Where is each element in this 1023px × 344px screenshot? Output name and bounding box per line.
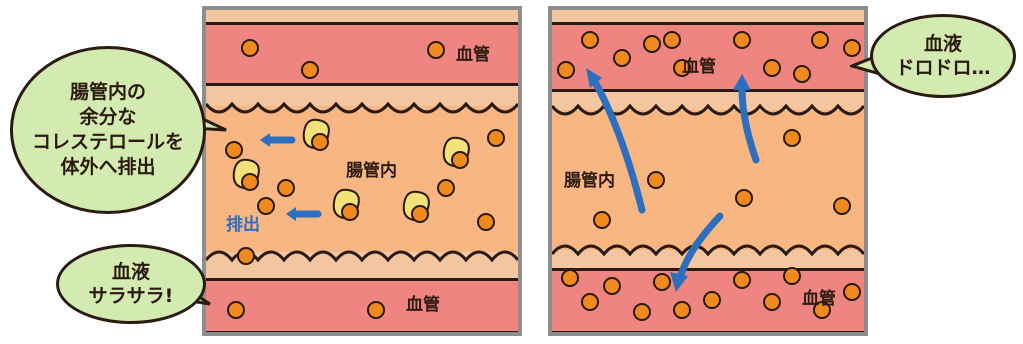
cholesterol-dot	[603, 277, 621, 295]
flow-arrow	[676, 212, 724, 282]
bubble-line: コレステロールを	[31, 131, 184, 153]
blood-vessel-bottom	[206, 278, 518, 332]
cholesterol-dot	[411, 205, 429, 223]
cholesterol-dot	[301, 61, 319, 79]
cholesterol-dot	[843, 283, 861, 301]
cholesterol-dot	[653, 273, 671, 291]
cholesterol-dot	[703, 291, 721, 309]
cholesterol-dot	[477, 213, 495, 231]
bubble-line: 体外へ排出	[60, 156, 156, 178]
cholesterol-dot	[793, 65, 811, 83]
flow-arrow	[590, 76, 646, 214]
cholesterol-dot	[733, 271, 751, 289]
cholesterol-dot	[427, 41, 445, 59]
intestinal-wall-bottom	[552, 244, 864, 257]
cholesterol-dot	[593, 211, 611, 229]
cholesterol-dot	[643, 35, 661, 53]
bubble-line: 血液	[923, 33, 962, 55]
cholesterol-dot	[581, 31, 599, 49]
flow-arrow	[738, 84, 760, 164]
intestinal-wall-bottom	[206, 250, 518, 263]
bubble-line: 余分な	[79, 106, 137, 128]
blood-vessel-top	[552, 22, 864, 92]
cholesterol-dot	[227, 301, 245, 319]
cholesterol-dot	[811, 31, 829, 49]
flow-arrow-head	[286, 207, 296, 221]
cholesterol-dot	[633, 303, 651, 321]
vessel-label-bottom: 血管	[406, 295, 440, 315]
cholesterol-dot	[763, 59, 781, 77]
panel-healthy: 血管 腸管内 排出 血管	[202, 6, 522, 336]
cholesterol-particles	[557, 31, 861, 321]
cholesterol-dot	[813, 301, 831, 319]
cholesterol-dot	[833, 197, 851, 215]
flow-arrow-head	[260, 133, 270, 147]
flow-arrow-head	[586, 68, 602, 88]
cholesterol-dot	[735, 189, 753, 207]
cholesterol-dot	[311, 133, 329, 151]
blood-vessel-top	[206, 22, 518, 86]
cholesterol-dot	[367, 301, 385, 319]
cholesterol-dot	[277, 179, 295, 197]
cholesterol-particles	[225, 39, 505, 319]
vessel-label-top: 血管	[456, 45, 490, 65]
cholesterol-dot	[341, 203, 359, 221]
bubble-line: ドロドロ…	[895, 57, 991, 79]
bubble-line: 血液	[111, 261, 150, 283]
cholesterol-dot	[843, 39, 861, 57]
cholesterol-dot	[257, 197, 275, 215]
cholesterol-dot	[663, 31, 681, 49]
cholesterol-dot	[581, 293, 599, 311]
cholesterol-dot	[673, 301, 691, 319]
speech-bubble-intestine: 腸管内の 余分な コレステロールを 体外へ排出	[10, 46, 206, 214]
speech-bubble-thick: 血液 ドロドロ…	[870, 14, 1016, 98]
cholesterol-dot	[437, 179, 455, 197]
panel-unhealthy: 血管 腸管内 血管	[548, 6, 868, 336]
cholesterol-dot	[783, 129, 801, 147]
cholesterol-dot	[613, 49, 631, 67]
cholesterol-dot	[763, 293, 781, 311]
cholesterol-dot	[241, 39, 259, 57]
lumen-label: 腸管内	[346, 161, 397, 181]
lumen-label: 腸管内	[564, 171, 615, 191]
cholesterol-dot	[237, 247, 255, 265]
flow-arrow-head	[733, 74, 751, 90]
cholesterol-dot	[225, 141, 243, 159]
cholesterol-dot	[557, 61, 575, 79]
vessel-label-top: 血管	[682, 57, 716, 77]
cholesterol-dot	[733, 31, 751, 49]
speech-bubble-smooth: 血液 サラサラ!	[56, 244, 206, 324]
cholesterol-dot	[561, 269, 579, 287]
cholesterol-dot	[241, 173, 259, 191]
cholesterol-dot	[673, 59, 691, 77]
excrete-label: 排出	[226, 215, 260, 235]
cholesterol-dot	[487, 129, 505, 147]
bubble-line: 腸管内の	[69, 81, 146, 103]
bubble-line: サラサラ!	[88, 285, 174, 307]
cholesterol-dot	[783, 267, 801, 285]
flow-arrow-head	[670, 272, 688, 292]
cholesterol-dot	[647, 171, 665, 189]
cholesterol-dot	[451, 151, 469, 169]
intestinal-wall-top	[206, 101, 518, 114]
vessel-label-bottom: 血管	[802, 289, 836, 309]
